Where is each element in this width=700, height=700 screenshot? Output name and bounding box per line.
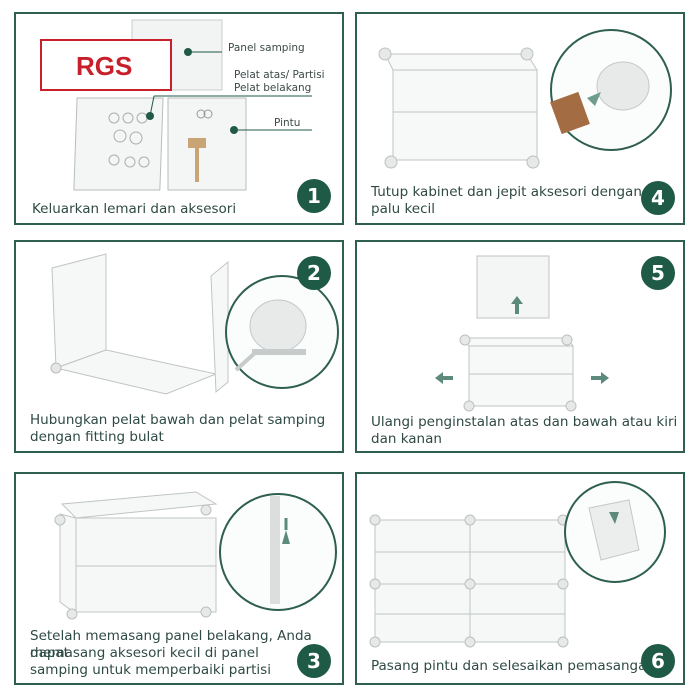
step-5-badge: 5	[641, 256, 675, 290]
step-4-badge: 4	[641, 181, 675, 215]
step-2-caption-line-2: dengan fitting bulat	[30, 429, 164, 445]
label-door: Pintu	[274, 117, 301, 129]
step-2-caption-line-1: Hubungkan pelat bawah dan pelat samping	[30, 412, 326, 428]
step-4-caption-line-2: palu kecil	[371, 201, 436, 217]
brand-logo: RGS	[40, 39, 172, 91]
step-4-caption-line-1: Tutup kabinet dan jepit aksesori dengan	[371, 184, 642, 200]
step-2-badge: 2	[297, 256, 331, 290]
label-back-panel: Pelat belakang	[234, 82, 312, 94]
step-4-illustration	[378, 29, 672, 169]
step-3-caption-line-1: Setelah memasang panel belakang, Anda da…	[30, 628, 312, 661]
step-3-caption-line-3: samping untuk memperbaiki partisi	[30, 662, 271, 678]
step-3-panel: Setelah memasang panel belakang, Anda da…	[14, 472, 344, 685]
step-2-illustration	[50, 253, 339, 395]
step-5-illustration	[435, 255, 609, 412]
step-6-panel: Pasang pintu dan selesaikan pemasangan 6	[355, 472, 685, 685]
step-5-caption-line-2: dan kanan	[371, 431, 442, 447]
step-6-badge: 6	[641, 644, 675, 678]
step-3-illustration	[54, 491, 337, 620]
step-4-panel: Tutup kabinet dan jepit aksesori dengan …	[355, 12, 685, 225]
label-side-panel: Panel samping	[228, 42, 305, 54]
step-1-illustration	[73, 19, 312, 191]
step-6-illustration	[369, 481, 666, 648]
step-3-badge: 3	[297, 644, 331, 678]
step-5-caption-line-1: Ulangi penginstalan atas dan bawah atau …	[371, 414, 678, 430]
step-5-panel: Ulangi penginstalan atas dan bawah atau …	[355, 240, 685, 453]
step-1-panel: RGS Panel samping Pelat atas/ Partisi Pe…	[14, 12, 344, 225]
step-1-caption: Keluarkan lemari dan aksesori	[32, 201, 237, 217]
step-1-badge: 1	[297, 179, 331, 213]
step-3-caption-line-2: memasang aksesori kecil di panel	[30, 645, 259, 661]
step-2-panel: Hubungkan pelat bawah dan pelat samping …	[14, 240, 344, 453]
label-top-panel: Pelat atas/ Partisi	[234, 69, 325, 81]
step-6-caption: Pasang pintu dan selesaikan pemasangan	[371, 658, 655, 674]
